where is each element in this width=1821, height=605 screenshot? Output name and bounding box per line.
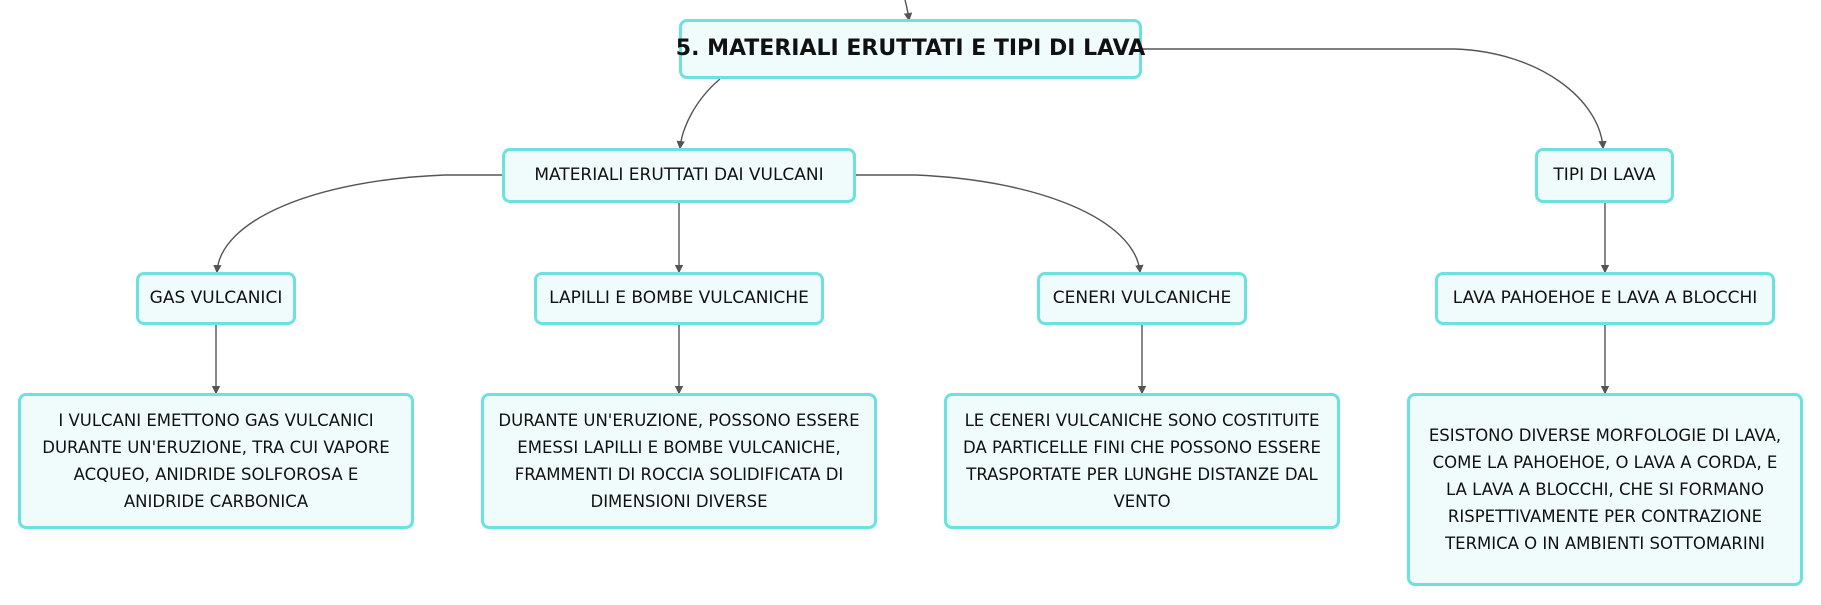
lapilli-detail-node[interactable]: DURANTE UN'ERUZIONE, POSSONO ESSERE EMES… [481,393,877,529]
pahoehoe-detail-node[interactable]: ESISTONO DIVERSE MORFOLOGIE DI LAVA, COM… [1407,393,1803,586]
connector-parent-to-root [903,0,913,22]
lapilli-node-label: LAPILLI E BOMBE VULCANICHE [549,288,809,309]
materiali-node[interactable]: MATERIALI ERUTTATI DAI VULCANI [502,148,856,203]
connector-root-to-tipi [1142,48,1607,150]
pahoehoe-node-label: LAVA PAHOEHOE E LAVA A BLOCCHI [1452,288,1758,309]
gas-detail-text: I VULCANI EMETTONO GAS VULCANICI DURANTE… [42,411,390,511]
tipi-node[interactable]: TIPI DI LAVA [1535,148,1674,203]
lapilli-node[interactable]: LAPILLI E BOMBE VULCANICHE [534,272,824,325]
connector-materiali-to-gas [213,174,502,274]
ceneri-detail-text: LE CENERI VULCANICHE SONO COSTITUITE DA … [963,411,1321,511]
root-node[interactable]: 5. MATERIALI ERUTTATI E TIPI DI LAVA [675,19,1146,79]
ceneri-node[interactable]: CENERI VULCANICHE [1037,272,1247,325]
root-node-label: 5. MATERIALI ERUTTATI E TIPI DI LAVA [675,35,1146,61]
gas-detail-node[interactable]: I VULCANI EMETTONO GAS VULCANICI DURANTE… [18,393,414,529]
connector-materiali-to-ceneri [856,174,1144,274]
gas-node[interactable]: GAS VULCANICI [136,272,296,325]
ceneri-detail-node[interactable]: LE CENERI VULCANICHE SONO COSTITUITE DA … [944,393,1340,529]
ceneri-node-label: CENERI VULCANICHE [1052,288,1232,309]
lapilli-detail-text: DURANTE UN'ERUZIONE, POSSONO ESSERE EMES… [498,411,860,511]
connector-root-to-materiali [676,78,721,150]
pahoehoe-detail-text: ESISTONO DIVERSE MORFOLOGIE DI LAVA, COM… [1428,426,1782,553]
tipi-node-label: TIPI DI LAVA [1553,165,1656,186]
materiali-node-label: MATERIALI ERUTTATI DAI VULCANI [534,165,824,186]
gas-node-label: GAS VULCANICI [149,288,283,309]
pahoehoe-node[interactable]: LAVA PAHOEHOE E LAVA A BLOCCHI [1435,272,1775,325]
